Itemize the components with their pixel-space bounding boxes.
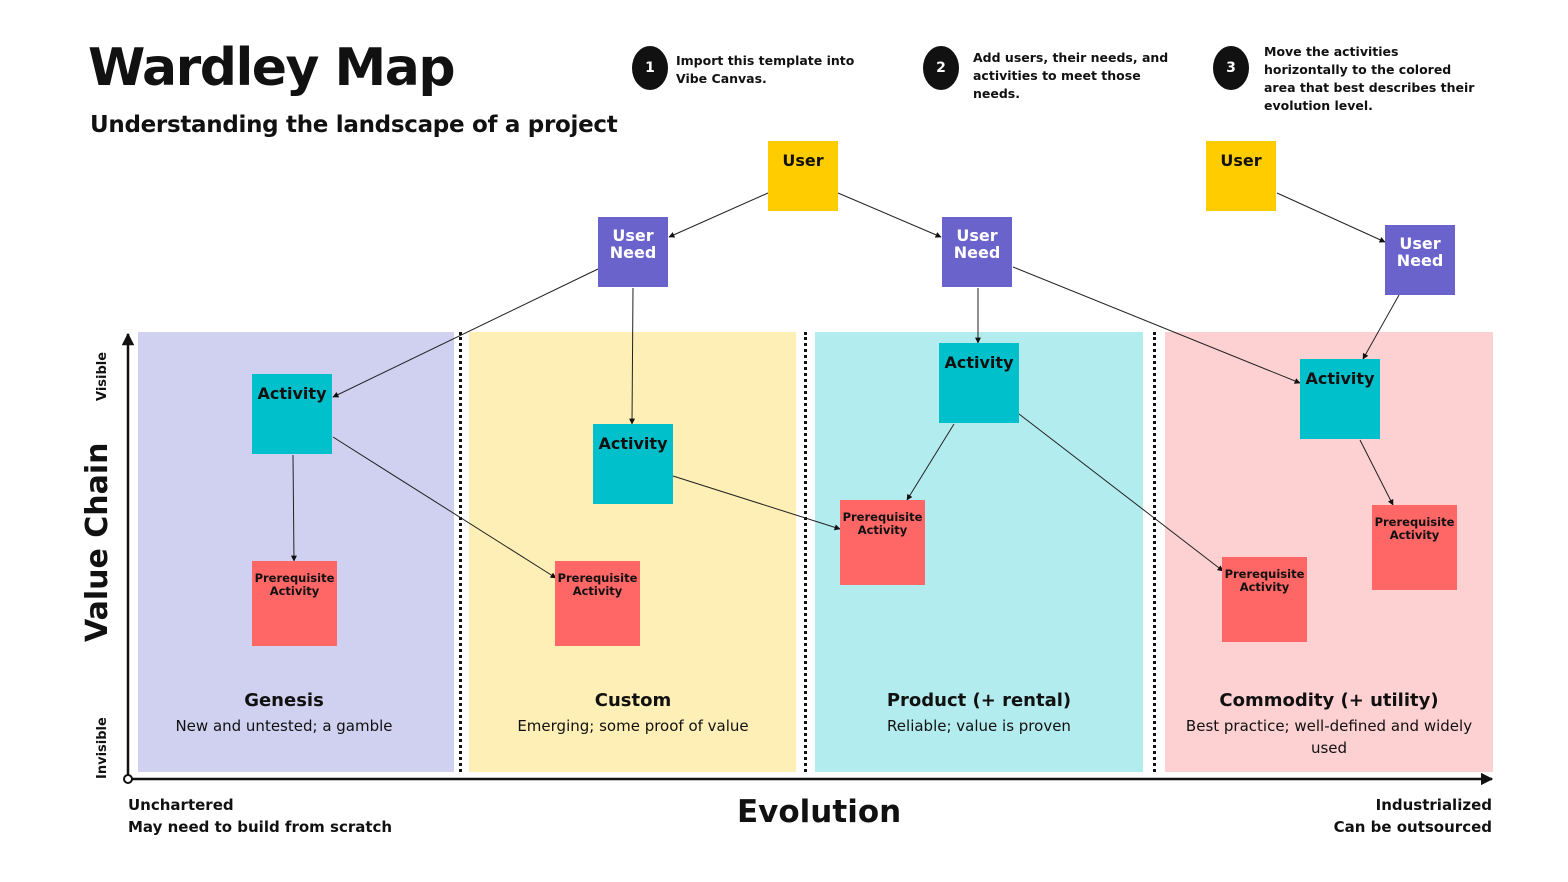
user-need-note-2[interactable]: User Need bbox=[942, 217, 1012, 287]
step-3-badge: 3 bbox=[1213, 46, 1249, 90]
link-user2-need3 bbox=[1276, 192, 1386, 243]
page-title: Wardley Map bbox=[88, 38, 456, 98]
prereq-note-1[interactable]: Prerequisite Activity bbox=[252, 561, 337, 646]
activity-note-2-label: Activity bbox=[598, 434, 668, 453]
step-1-text: Import this template into Vibe Canvas. bbox=[676, 53, 855, 86]
user-note-1-label: User bbox=[782, 151, 824, 170]
axis-origin bbox=[123, 774, 133, 784]
prereq-note-5[interactable]: Prerequisite Activity bbox=[1372, 505, 1457, 590]
x-axis-left-line1: Unchartered bbox=[128, 796, 234, 814]
zone-commodity-title: Commodity (+ utility) bbox=[1219, 690, 1439, 711]
step-2-text: Add users, their needs, and activities t… bbox=[973, 50, 1169, 101]
user-need-note-3-label: User Need bbox=[1396, 234, 1444, 270]
activity-note-1-label: Activity bbox=[257, 384, 327, 403]
zone-divider-1 bbox=[459, 332, 462, 772]
prereq-note-2-label: Prerequisite Activity bbox=[557, 571, 638, 598]
prereq-note-1-label: Prerequisite Activity bbox=[254, 571, 335, 598]
step-2-badge: 2 bbox=[923, 46, 959, 90]
zone-commodity-desc: Best practice; well-defined and widely u… bbox=[1185, 717, 1473, 757]
activity-note-4-label: Activity bbox=[1305, 369, 1375, 388]
user-need-note-1[interactable]: User Need bbox=[598, 217, 668, 287]
link-need3-act4 bbox=[1362, 294, 1400, 360]
y-axis-bottom-text: Invisible bbox=[95, 717, 110, 779]
step-1-badge: 1 bbox=[632, 46, 668, 90]
link-need1-act1 bbox=[332, 268, 599, 398]
prereq-note-4[interactable]: Prerequisite Activity bbox=[1222, 557, 1307, 642]
user-note-2-label: User bbox=[1220, 151, 1262, 170]
link-user1-need1 bbox=[668, 192, 769, 238]
user-note-2[interactable]: User bbox=[1206, 141, 1276, 211]
link-act2-prereq3 bbox=[672, 475, 841, 531]
zone-genesis-title: Genesis bbox=[244, 690, 324, 711]
zone-divider-2 bbox=[804, 332, 807, 772]
activity-note-4[interactable]: Activity bbox=[1300, 359, 1380, 439]
y-axis-top-text: Visible bbox=[95, 351, 110, 401]
zone-divider-3 bbox=[1153, 332, 1156, 772]
y-axis-title-text: Value Chain bbox=[80, 442, 115, 642]
x-axis-left-line2: May need to build from scratch bbox=[128, 818, 393, 836]
prereq-note-5-label: Prerequisite Activity bbox=[1374, 515, 1455, 542]
link-act3-prereq3 bbox=[906, 423, 955, 501]
prereq-note-3[interactable]: Prerequisite Activity bbox=[840, 500, 925, 585]
link-act1-prereq2 bbox=[332, 436, 557, 579]
step-3-text: Move the activities horizontally to the … bbox=[1264, 44, 1475, 113]
activity-note-2[interactable]: Activity bbox=[593, 424, 673, 504]
link-need2-act4 bbox=[1012, 266, 1301, 384]
activity-note-1[interactable]: Activity bbox=[252, 374, 332, 454]
prereq-note-4-label: Prerequisite Activity bbox=[1224, 567, 1305, 594]
activity-note-3-label: Activity bbox=[944, 353, 1014, 372]
user-need-note-3[interactable]: User Need bbox=[1385, 225, 1455, 295]
zone-genesis-desc: New and untested; a gamble bbox=[175, 717, 393, 735]
link-user1-need2 bbox=[837, 192, 942, 238]
user-need-note-1-label: User Need bbox=[609, 226, 657, 262]
x-axis-right-line2: Can be outsourced bbox=[1333, 818, 1492, 836]
page-subtitle: Understanding the landscape of a project bbox=[90, 112, 618, 138]
zone-custom-desc: Emerging; some proof of value bbox=[517, 717, 749, 735]
link-act4-prereq5 bbox=[1359, 439, 1394, 506]
activity-note-3[interactable]: Activity bbox=[939, 343, 1019, 423]
link-act1-prereq1 bbox=[290, 454, 297, 562]
x-axis-title: Evolution bbox=[737, 794, 902, 830]
zone-product-title: Product (+ rental) bbox=[886, 690, 1072, 711]
zone-product-desc: Reliable; value is proven bbox=[887, 717, 1071, 735]
zone-custom-title: Custom bbox=[594, 690, 672, 711]
user-need-note-2-label: User Need bbox=[953, 226, 1001, 262]
prereq-note-2[interactable]: Prerequisite Activity bbox=[555, 561, 640, 646]
prereq-note-3-label: Prerequisite Activity bbox=[842, 510, 923, 537]
link-need1-act2 bbox=[629, 287, 636, 425]
x-axis-right-line1: Industrialized bbox=[1375, 796, 1492, 814]
user-note-1[interactable]: User bbox=[768, 141, 838, 211]
link-act3-prereq4 bbox=[1018, 413, 1224, 572]
